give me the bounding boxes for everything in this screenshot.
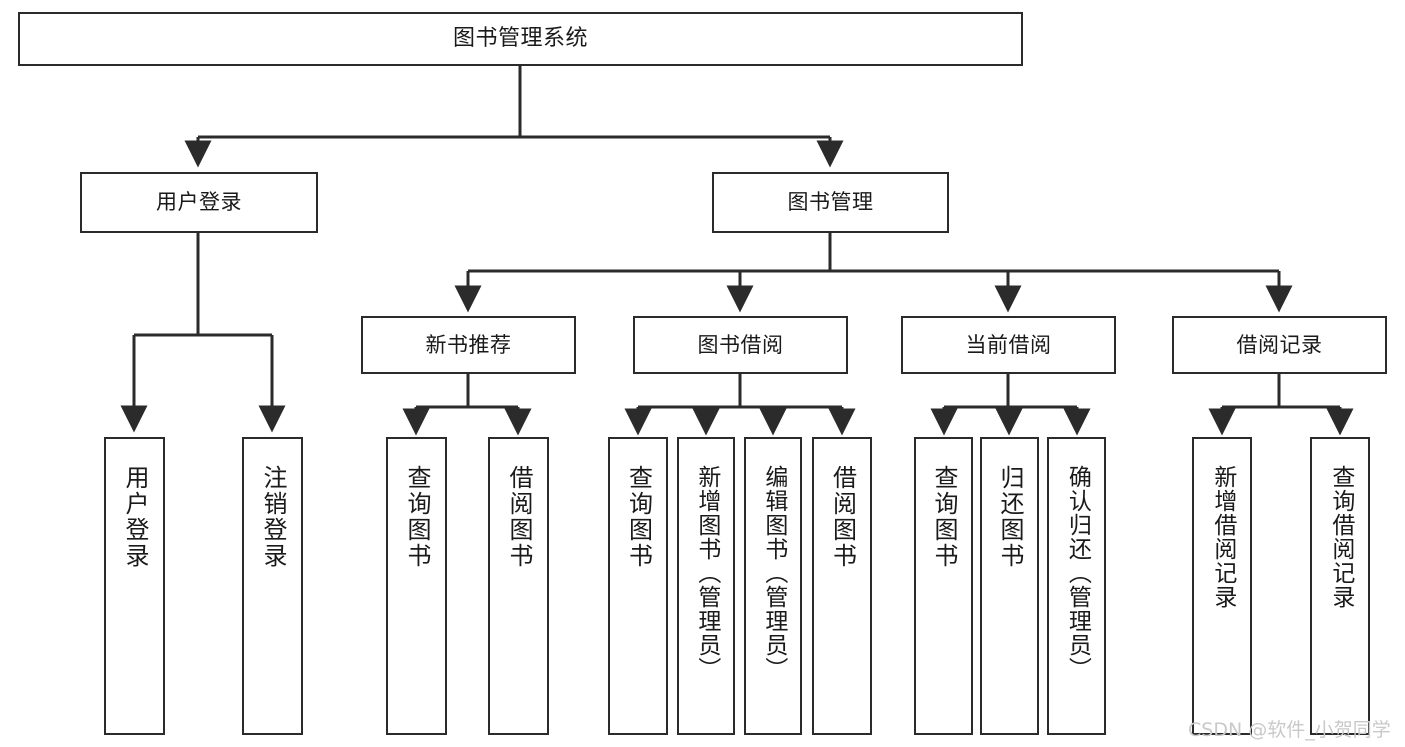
csdn-watermark: CSDN @软件_小贺同学	[1188, 719, 1391, 741]
node-leaf-borrow-book-2[interactable]: 借阅图书	[812, 437, 872, 735]
node-book-borrow[interactable]: 图书借阅	[633, 316, 848, 374]
node-leaf-user-login[interactable]: 用户登录	[104, 437, 165, 735]
node-leaf-query-book-2-label: 查询图书	[624, 465, 653, 569]
node-leaf-return-book-label: 归还图书	[995, 465, 1024, 569]
node-leaf-logout-login-label: 注销登录	[258, 465, 287, 569]
node-leaf-edit-book-label: 编辑图书（管理员）	[760, 465, 787, 681]
node-leaf-borrow-book-1[interactable]: 借阅图书	[488, 437, 549, 735]
node-root[interactable]: 图书管理系统	[18, 12, 1023, 66]
node-current-borrow[interactable]: 当前借阅	[901, 316, 1116, 374]
node-book-manage-label: 图书管理	[787, 190, 874, 215]
node-leaf-borrow-book-2-label: 借阅图书	[828, 465, 857, 569]
node-new-book-rec-label: 新书推荐	[425, 332, 512, 357]
node-leaf-confirm-return-label: 确认归还（管理员）	[1064, 465, 1091, 681]
node-book-borrow-label: 图书借阅	[697, 332, 784, 357]
node-root-label: 图书管理系统	[452, 26, 588, 52]
node-leaf-add-book[interactable]: 新增图书（管理员）	[677, 437, 735, 735]
node-leaf-logout-login[interactable]: 注销登录	[242, 437, 303, 735]
node-leaf-add-record-label: 新增借阅记录	[1209, 465, 1236, 609]
node-borrow-record[interactable]: 借阅记录	[1172, 316, 1387, 374]
node-leaf-query-book-1[interactable]: 查询图书	[386, 437, 447, 735]
node-leaf-query-book-2[interactable]: 查询图书	[608, 437, 668, 735]
node-borrow-record-label: 借阅记录	[1236, 332, 1323, 357]
node-user-login[interactable]: 用户登录	[80, 172, 318, 233]
node-user-login-label: 用户登录	[156, 190, 242, 215]
node-leaf-user-login-label: 用户登录	[120, 465, 149, 569]
node-leaf-edit-book[interactable]: 编辑图书（管理员）	[744, 437, 802, 735]
node-leaf-query-record-label: 查询借阅记录	[1327, 465, 1354, 609]
node-leaf-add-book-label: 新增图书（管理员）	[693, 465, 720, 681]
node-leaf-query-book-1-label: 查询图书	[402, 465, 431, 569]
node-leaf-query-book-3[interactable]: 查询图书	[914, 437, 973, 735]
node-new-book-rec[interactable]: 新书推荐	[361, 316, 576, 374]
node-leaf-borrow-book-1-label: 借阅图书	[504, 465, 533, 569]
node-current-borrow-label: 当前借阅	[965, 332, 1052, 357]
node-leaf-query-book-3-label: 查询图书	[929, 465, 958, 569]
node-leaf-confirm-return[interactable]: 确认归还（管理员）	[1047, 437, 1106, 735]
node-leaf-query-record[interactable]: 查询借阅记录	[1310, 437, 1370, 735]
node-book-manage[interactable]: 图书管理	[712, 172, 949, 233]
node-leaf-return-book[interactable]: 归还图书	[980, 437, 1039, 735]
node-leaf-add-record[interactable]: 新增借阅记录	[1192, 437, 1252, 735]
